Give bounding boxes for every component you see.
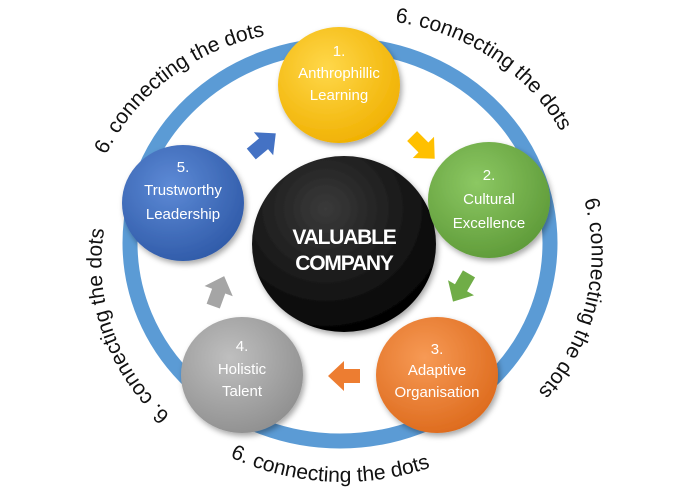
node-3-label-line1: Adaptive [408, 362, 466, 379]
arrow-4-to-5 [204, 276, 233, 309]
node-1-number: 1. [333, 43, 346, 60]
connector-label-top-left: 6. connecting the dots [90, 18, 266, 157]
node-trustworthy-leadership: 5. Trustworthy Leadership [122, 145, 244, 261]
node-cultural-excellence: 2. Cultural Excellence [428, 142, 550, 258]
center-node: VALUABLE COMPANY [252, 156, 436, 332]
node-adaptive-organisation: 3. Adaptive Organisation [376, 317, 498, 433]
node-1-label-line1: Anthrophillic [298, 65, 380, 82]
node-anthrophillic-learning: 1. Anthrophillic Learning [278, 27, 400, 143]
node-2-label-line2: Excellence [453, 215, 526, 232]
arrow-2-to-3 [448, 270, 476, 302]
node-5-number: 5. [177, 159, 190, 176]
arrow-5-to-1 [246, 132, 276, 160]
node-holistic-talent: 4. Holistic Talent [181, 317, 303, 433]
node-3-label-line2: Organisation [394, 384, 479, 401]
arrow-3-to-4 [328, 361, 360, 391]
node-2-number: 2. [483, 167, 496, 184]
node-5-label-line2: Leadership [146, 206, 220, 223]
center-label-line2: COMPANY [295, 252, 394, 275]
node-4-label-line2: Talent [222, 383, 263, 400]
node-4-label-line1: Holistic [218, 361, 267, 378]
node-2-label-line1: Cultural [463, 191, 515, 208]
node-1-label-line2: Learning [310, 87, 368, 104]
node-5-label-line1: Trustworthy [144, 182, 222, 199]
center-label-line1: VALUABLE [292, 226, 396, 249]
node-3-number: 3. [431, 341, 444, 358]
connector-label-top-right: 6. connecting the dots [394, 4, 576, 134]
node-4-number: 4. [236, 338, 249, 355]
arrow-1-to-2 [407, 131, 435, 159]
